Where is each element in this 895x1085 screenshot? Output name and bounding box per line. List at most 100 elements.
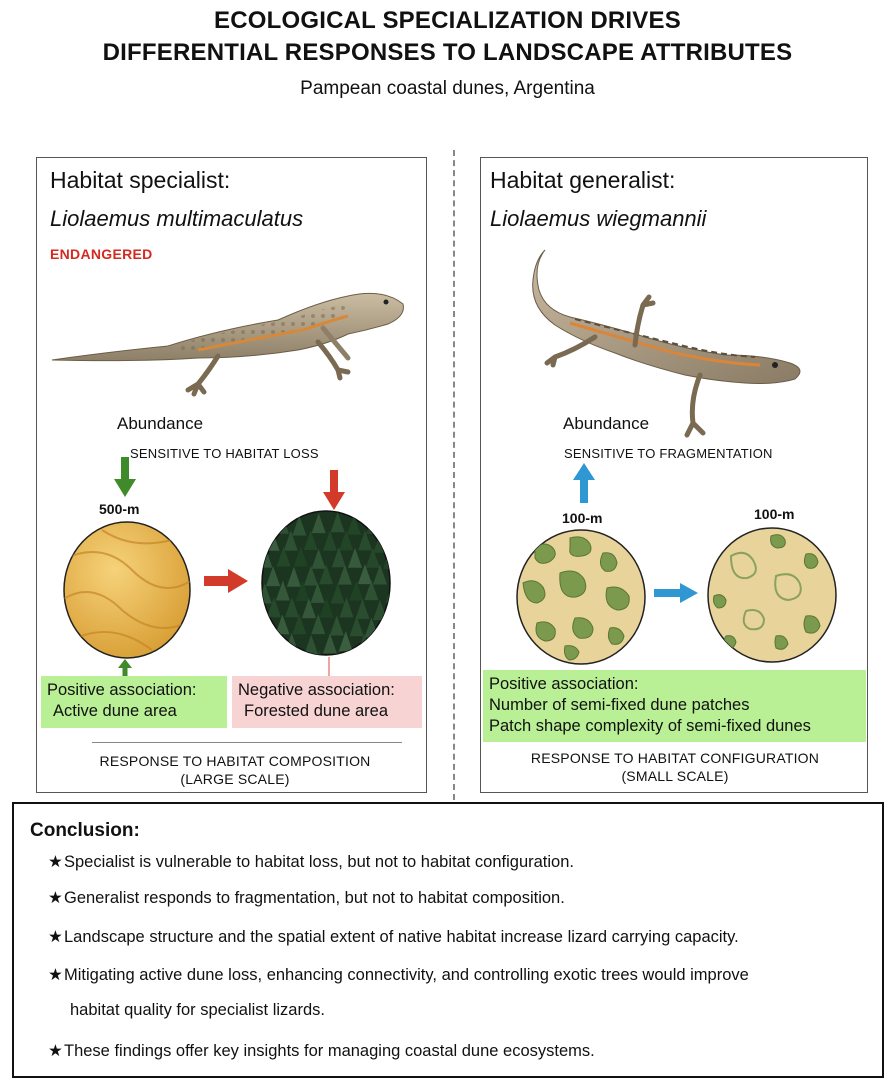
pine-tree-icon <box>364 580 379 601</box>
conclusion-bullet: ★Generalist responds to fragmentation, b… <box>48 889 565 907</box>
pine-tree-icon <box>330 512 345 533</box>
negative-association-item: Forested dune area <box>244 702 389 720</box>
pine-tree-icon <box>357 564 372 585</box>
positive-association-item: Patch shape complexity of semi-fixed dun… <box>489 717 811 735</box>
specialist-negative-association-box: Negative association: Forested dune area <box>232 676 422 728</box>
generalist-footer-line2: (SMALL SCALE) <box>621 768 729 784</box>
arrow-up-icon <box>573 463 595 503</box>
conclusion-bullet: ★Specialist is vulnerable to habitat los… <box>48 853 574 871</box>
pine-tree-icon <box>311 513 326 534</box>
specialist-footer-line1: RESPONSE TO HABITAT COMPOSITION <box>99 753 371 769</box>
generalist-sensitivity-label: SENSITIVE TO FRAGMENTATION <box>564 446 773 461</box>
pine-tree-icon <box>275 614 290 635</box>
arrow-right-icon <box>204 569 248 593</box>
generalist-scale-label-right: 100-m <box>754 506 795 522</box>
star-bullet-icon: ★ <box>48 928 63 946</box>
specialist-footer-rule <box>92 742 402 743</box>
pine-tree-icon <box>365 547 380 568</box>
panel-divider <box>453 150 455 800</box>
negative-association-title: Negative association: <box>238 681 395 699</box>
pine-tree-icon <box>385 650 390 655</box>
endangered-badge: ENDANGERED <box>50 246 153 262</box>
pine-tree-icon <box>319 597 334 618</box>
pine-tree-icon <box>347 547 362 568</box>
pine-tree-icon <box>322 530 337 551</box>
generalist-footer-line1: RESPONSE TO HABITAT CONFIGURATION <box>530 750 820 766</box>
pine-tree-icon <box>276 546 291 567</box>
star-bullet-icon: ★ <box>48 1042 63 1060</box>
pine-tree-icon <box>329 615 344 636</box>
conclusion-bullet-continuation: habitat quality for specialist lizards. <box>70 1001 325 1019</box>
generalist-footer: RESPONSE TO HABITAT CONFIGURATION (SMALL… <box>490 749 860 785</box>
generalist-heading: Habitat generalist: <box>490 167 676 193</box>
pine-tree-icon <box>275 580 290 601</box>
pine-tree-icon <box>262 583 272 604</box>
subtitle: Pampean coastal dunes, Argentina <box>300 78 595 99</box>
forested-dune-circle <box>261 510 391 656</box>
pine-tree-icon <box>284 597 299 618</box>
generalist-abundance-label: Abundance <box>563 414 650 433</box>
semi-fixed-dune-patches-circle-right <box>707 527 837 663</box>
star-bullet-icon: ★ <box>48 853 63 871</box>
conclusion-bullet: ★These findings offer key insights for m… <box>48 1042 595 1060</box>
pine-tree-icon <box>303 565 318 586</box>
pine-tree-icon <box>262 649 271 655</box>
specialist-abundance-label: Abundance <box>117 414 204 433</box>
specialist-sensitivity-label: SENSITIVE TO HABITAT LOSS <box>130 446 319 461</box>
specialist-heading: Habitat specialist: <box>50 167 231 193</box>
specialist-positive-association-box: Positive association: Active dune area <box>41 676 227 728</box>
pine-tree-icon <box>383 617 390 638</box>
generalist-lizard-illustration <box>532 249 801 438</box>
pine-tree-icon <box>355 598 370 619</box>
star-bullet-icon: ★ <box>48 889 63 907</box>
pine-tree-icon <box>292 614 307 635</box>
semi-fixed-dune-patches-circle-left <box>516 529 646 665</box>
negative-connector <box>328 657 330 677</box>
pine-tree-icon <box>376 634 390 655</box>
positive-association-item: Number of semi-fixed dune patches <box>489 696 750 714</box>
pine-tree-icon <box>304 634 319 655</box>
pine-tree-icon <box>364 650 379 655</box>
main-title-line1: ECOLOGICAL SPECIALIZATION DRIVES <box>214 7 681 34</box>
pine-tree-icon <box>366 513 381 534</box>
pine-tree-icon <box>277 650 292 655</box>
pine-tree-icon <box>339 530 354 551</box>
arrow-down-icon <box>114 457 136 497</box>
pine-tree-icon <box>266 597 281 618</box>
main-title-line2: DIFFERENTIAL RESPONSES TO LANDSCAPE ATTR… <box>102 39 793 66</box>
arrow-down-icon <box>323 470 345 510</box>
pine-tree-icon <box>266 634 281 655</box>
pine-tree-icon <box>349 616 364 637</box>
pine-tree-icon <box>311 548 326 569</box>
pine-tree-icon <box>295 581 310 602</box>
star-bullet-icon: ★ <box>48 966 63 984</box>
positive-association-title: Positive association: <box>47 681 197 699</box>
pine-tree-icon <box>319 564 334 585</box>
pine-tree-icon <box>337 564 352 585</box>
pine-tree-icon <box>292 515 307 536</box>
specialist-lizard-illustration <box>51 292 404 397</box>
pine-tree-icon <box>283 530 298 551</box>
generalist-species: Liolaemus wiegmannii <box>490 206 707 231</box>
pine-tree-icon <box>373 564 388 585</box>
pine-tree-icon <box>286 566 301 587</box>
pine-tree-icon <box>349 580 364 601</box>
conclusion-title: Conclusion: <box>30 820 140 841</box>
pine-tree-icon <box>303 530 318 551</box>
specialist-species: Liolaemus multimaculatus <box>50 206 304 231</box>
specialist-scale-label: 500-m <box>99 501 140 517</box>
conclusion-bullet: ★Landscape structure and the spatial ext… <box>48 928 739 946</box>
pine-tree-icon <box>266 566 281 587</box>
specialist-footer-line2: (LARGE SCALE) <box>180 771 290 787</box>
pine-tree-icon <box>331 547 346 568</box>
pine-tree-icon <box>382 515 390 536</box>
pine-tree-icon <box>301 598 316 619</box>
pine-tree-icon <box>262 514 272 535</box>
active-dune-circle <box>63 521 191 659</box>
pine-tree-icon <box>274 513 289 534</box>
generalist-positive-association-box: Positive association: Number of semi-fix… <box>483 670 866 742</box>
pine-tree-icon <box>293 546 308 567</box>
pine-tree-icon <box>338 631 353 652</box>
positive-association-title: Positive association: <box>489 675 639 693</box>
pine-tree-icon <box>310 582 325 603</box>
